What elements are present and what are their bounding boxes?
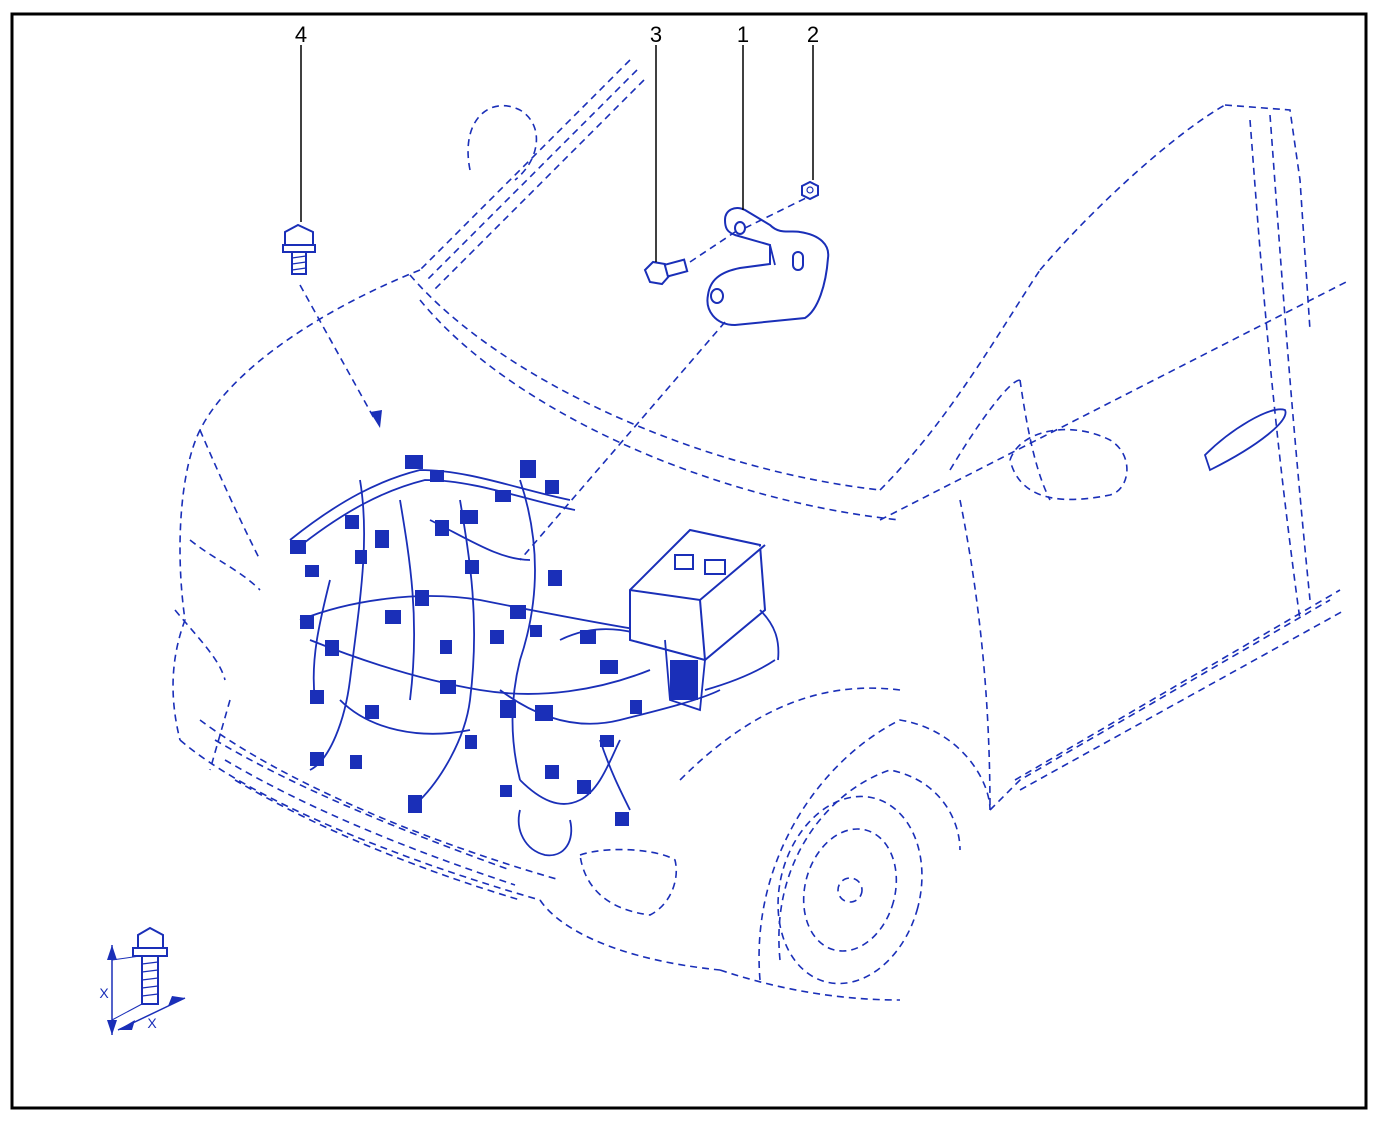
wiring-harness bbox=[289, 455, 721, 857]
diagram-frame bbox=[10, 12, 1368, 1110]
bracket bbox=[706, 207, 830, 327]
dimension-label-vertical: X bbox=[99, 985, 109, 1001]
vehicle-outline bbox=[172, 59, 1351, 1001]
dimension-label-horizontal: X bbox=[147, 1015, 157, 1031]
nut-dash-path bbox=[744, 195, 811, 229]
arrow-icon bbox=[370, 410, 382, 428]
bolt-large bbox=[282, 223, 316, 275]
callout-4-label: 4 bbox=[295, 22, 307, 47]
bolt-small-dash-path bbox=[689, 229, 739, 263]
callout-1-label: 1 bbox=[737, 22, 749, 47]
callout-3-label: 3 bbox=[650, 22, 662, 47]
bolt-large-dash-path bbox=[299, 284, 376, 421]
nut bbox=[801, 180, 819, 201]
bracket-dash-path bbox=[519, 321, 726, 561]
bolt-small bbox=[643, 258, 689, 286]
bolt-dimension-symbol: X X bbox=[99, 926, 186, 1035]
fuse-box bbox=[629, 528, 780, 712]
callout-2-label: 2 bbox=[807, 22, 819, 47]
